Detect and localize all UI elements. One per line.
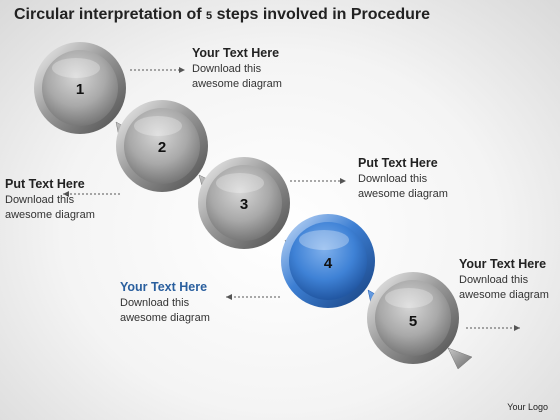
step-1-number: 1 [76, 81, 84, 98]
text-block-3-line1: Download this [358, 173, 428, 185]
text-block-4-line1: Download this [120, 297, 190, 309]
step-2-number: 2 [158, 139, 166, 156]
title-pre: Circular interpretation of [14, 6, 207, 23]
text-block-2-line1: Download this [5, 194, 75, 206]
step-1-circle: 1 [34, 42, 137, 143]
step-5-number: 5 [409, 313, 417, 330]
text-block-3: Put Text Here Download this awesome diag… [358, 156, 448, 202]
text-block-3-heading: Put Text Here [358, 156, 438, 170]
text-block-1-line1: Download this [192, 63, 262, 75]
title-step-count: 5 [206, 10, 213, 22]
text-block-4: Your Text Here Download this awesome dia… [120, 280, 210, 326]
step-4-number: 4 [324, 255, 333, 272]
step-4-circle: 4 [281, 214, 392, 314]
text-block-5-line2: awesome diagram [459, 289, 549, 301]
text-block-2-heading: Put Text Here [5, 177, 85, 191]
text-block-4-heading: Your Text Here [120, 280, 208, 294]
text-block-5-line1: Download this [459, 274, 529, 286]
text-block-3-line2: awesome diagram [358, 188, 448, 200]
text-block-1: Your Text Here Download this awesome dia… [192, 46, 282, 92]
step-5-arrow-icon [447, 347, 473, 370]
text-block-2-line2: awesome diagram [5, 209, 95, 221]
step-3-number: 3 [240, 196, 248, 213]
step-5-circle: 5 [367, 272, 473, 370]
logo-text: Your Logo [507, 402, 548, 412]
step-2-circle: 2 [116, 100, 223, 198]
text-block-5-heading: Your Text Here [459, 257, 547, 271]
text-block-4-line2: awesome diagram [120, 312, 210, 324]
text-block-5: Your Text Here Download this awesome dia… [459, 257, 549, 303]
title-post: steps involved in Procedure [212, 6, 430, 23]
text-block-2: Put Text Here Download this awesome diag… [5, 177, 95, 223]
text-block-1-heading: Your Text Here [192, 46, 280, 60]
text-block-1-line2: awesome diagram [192, 78, 282, 90]
page-title: Circular interpretation of 5 steps invol… [14, 6, 430, 24]
